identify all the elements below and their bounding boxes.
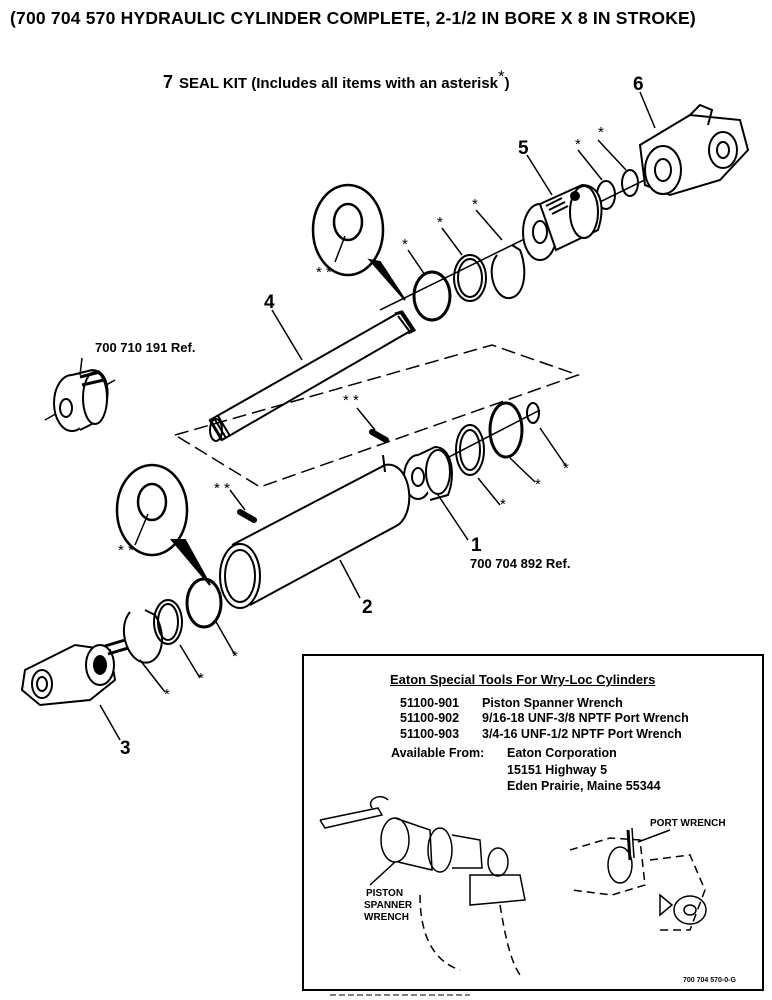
seal-kit-label: 7 SEAL KIT (Includes all items with an as… bbox=[163, 67, 510, 93]
callout-3: 3 bbox=[120, 738, 131, 759]
magnified-seal-upper bbox=[313, 185, 405, 300]
barrel-tube bbox=[220, 455, 409, 608]
page-title: (700 704 570 HYDRAULIC CYLINDER COMPLETE… bbox=[10, 8, 696, 28]
callout-5: 5 bbox=[518, 138, 529, 159]
piston-o-ring bbox=[490, 403, 522, 457]
small-seal bbox=[527, 403, 539, 423]
seal-kit-asterisk: * bbox=[498, 67, 505, 86]
address-line-2: 15151 Highway 5 bbox=[507, 763, 608, 777]
leader-lines bbox=[80, 92, 655, 740]
piston-spanner-label-3: WRENCH bbox=[364, 912, 409, 923]
wear-ring-upper bbox=[372, 432, 386, 440]
asterisk-wear-upper: * * bbox=[343, 392, 359, 409]
asterisk-rod-seal: * bbox=[575, 136, 581, 153]
rod-end-clevis bbox=[640, 105, 748, 195]
asterisk-snap-ring-lower: * bbox=[164, 686, 170, 703]
piston bbox=[404, 447, 452, 500]
dashed-assembly-outline bbox=[175, 345, 578, 487]
asterisk-o-ring-lower: * bbox=[232, 648, 238, 665]
callout-1: 1 bbox=[471, 535, 482, 556]
tool-sketch-left bbox=[320, 797, 525, 975]
gland bbox=[523, 185, 601, 260]
asterisk-backup-upper: * bbox=[437, 214, 443, 231]
tool-desc-2: 9/16-18 UNF-3/8 NPTF Port Wrench bbox=[482, 711, 689, 725]
tools-box-title: Eaton Special Tools For Wry-Loc Cylinder… bbox=[390, 672, 656, 687]
seal-kit-close: ) bbox=[504, 75, 510, 92]
asterisk-wiper: * bbox=[598, 124, 604, 141]
asterisk-piston-seal: * bbox=[500, 496, 506, 513]
piston-spanner-label-1: PISTON bbox=[366, 888, 404, 899]
backup-ring-upper bbox=[454, 255, 486, 301]
tools-box-border bbox=[303, 655, 763, 990]
magnified-seal-lower bbox=[117, 465, 210, 585]
o-ring-upper bbox=[414, 272, 450, 320]
callout-6: 6 bbox=[633, 74, 644, 95]
wear-ring-lower bbox=[240, 512, 254, 520]
asterisk-magnified-lower: * * bbox=[118, 542, 134, 559]
asterisk-piston-o-ring: * bbox=[535, 476, 541, 493]
asterisk-small-seal: * bbox=[563, 460, 569, 477]
address-line-1: Eaton Corporation bbox=[507, 746, 617, 760]
snap-ring-lower bbox=[124, 610, 162, 663]
tool-part-3: 51100-903 bbox=[400, 727, 460, 741]
o-ring-lower bbox=[187, 579, 221, 627]
callout-2: 2 bbox=[362, 597, 373, 618]
wiper-ring bbox=[622, 170, 638, 196]
seal-kit-number: 7 bbox=[163, 72, 174, 92]
drawing-code: 700 704 570-0-G bbox=[683, 977, 736, 984]
tool-sketch-right bbox=[570, 828, 706, 930]
asterisk-snap-ring-upper: * bbox=[472, 196, 478, 213]
seal-kit-text: SEAL KIT (Includes all items with an ast… bbox=[179, 75, 498, 92]
tool-part-2: 51100-902 bbox=[400, 711, 460, 725]
piston-reference bbox=[45, 370, 115, 431]
piston-ref-label: 700 710 191 Ref. bbox=[95, 340, 196, 355]
piston-spanner-label-2: SPANNER bbox=[364, 900, 413, 911]
tool-desc-1: Piston Spanner Wrench bbox=[482, 696, 623, 710]
asterisk-o-ring-upper: * bbox=[402, 236, 408, 253]
snap-ring-upper bbox=[492, 245, 525, 298]
port-wrench-label: PORT WRENCH bbox=[650, 818, 726, 829]
piston-seal bbox=[456, 425, 484, 475]
asterisk-magnified-upper: * * bbox=[316, 264, 332, 281]
available-from-label: Available From: bbox=[391, 746, 485, 760]
backup-ring-lower bbox=[154, 600, 182, 644]
rod-axis-line bbox=[380, 170, 665, 310]
callout-4: 4 bbox=[264, 292, 275, 313]
tube-ref-label: 700 704 892 Ref. bbox=[470, 556, 571, 571]
base-clevis bbox=[22, 640, 128, 705]
asterisk-backup-lower: * bbox=[198, 670, 204, 687]
asterisk-wear-lower: * * bbox=[214, 480, 230, 497]
tool-desc-3: 3/4-16 UNF-1/2 NPTF Port Wrench bbox=[482, 727, 682, 741]
tool-part-1: 51100-901 bbox=[400, 696, 460, 710]
piston-rod bbox=[210, 312, 414, 441]
address-line-3: Eden Prairie, Maine 55344 bbox=[507, 779, 661, 793]
